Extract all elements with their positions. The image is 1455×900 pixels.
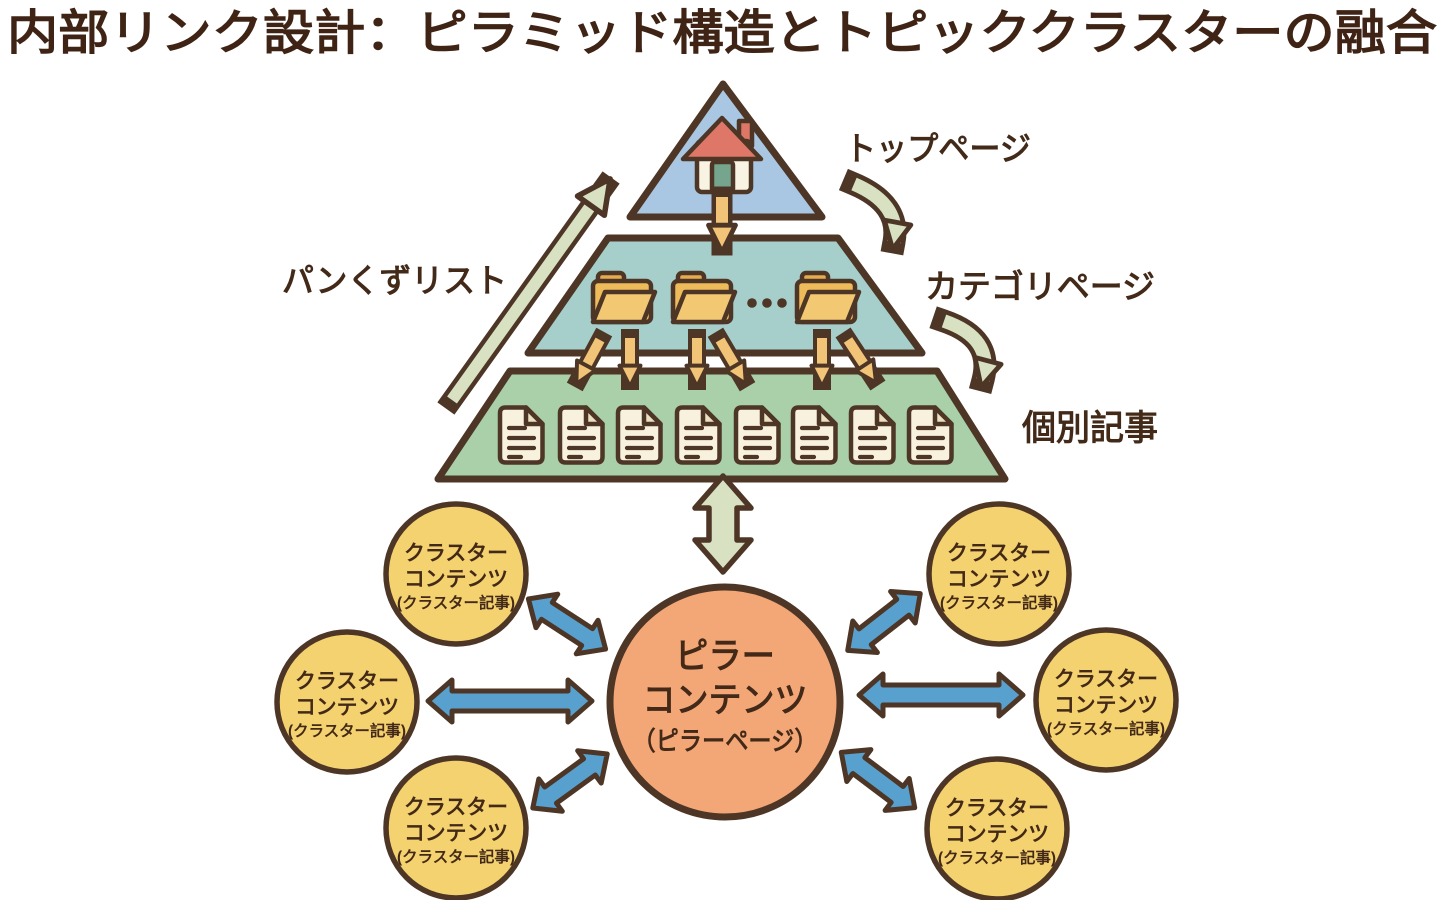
cluster-shape xyxy=(924,756,1070,900)
cluster-shape xyxy=(926,501,1072,647)
cluster-line-2: コンテンツ xyxy=(404,822,508,845)
flow-arrow-6 xyxy=(835,327,886,391)
pillar-line-3: （ピラーページ） xyxy=(633,726,818,756)
pillar-line-2: コンテンツ xyxy=(643,681,808,720)
pyramid-to-pillar-arrow xyxy=(692,473,754,575)
cluster-line-3: (クラスター記事) xyxy=(938,848,1056,867)
cluster-circle-top-right: クラスター コンテンツ (クラスター記事) xyxy=(926,501,1072,647)
page-title: 内部リンク設計：ピラミッド構造とトピッククラスターの融合 xyxy=(7,7,1437,60)
cluster-line-1: クラスター xyxy=(404,796,508,819)
document-icon-3 xyxy=(615,405,663,465)
breadcrumb-arrow xyxy=(437,171,620,415)
cluster-line-1: クラスター xyxy=(404,542,508,565)
flow-arrow-1 xyxy=(566,327,613,392)
cluster-line-2: コンテンツ xyxy=(1054,694,1158,717)
cluster-line-2: コンテンツ xyxy=(947,568,1051,591)
document-icon-6 xyxy=(790,405,838,465)
curved-arrow-top-to-category xyxy=(838,168,914,256)
cluster-circle-middle-left: クラスター コンテンツ (クラスター記事) xyxy=(274,629,420,775)
cluster-line-2: コンテンツ xyxy=(295,696,399,719)
link-arrow-top-right xyxy=(835,578,932,666)
link-arrow-left xyxy=(428,680,592,722)
top-page-label: トップページ xyxy=(845,130,1031,167)
cluster-line-3: (クラスター記事) xyxy=(1047,719,1165,738)
article-label: 個別記事 xyxy=(1021,409,1158,448)
document-icon-5 xyxy=(733,405,781,465)
document-icons-row xyxy=(497,405,954,465)
document-icon-2 xyxy=(557,405,605,465)
link-arrow-right xyxy=(859,674,1023,716)
cluster-line-1: クラスター xyxy=(1054,668,1158,691)
document-icon-8 xyxy=(906,405,954,465)
cluster-circle-bottom-left: クラスター コンテンツ (クラスター記事) xyxy=(383,755,529,900)
document-icon-4 xyxy=(674,405,722,465)
breadcrumb-label: パンくずリスト xyxy=(282,262,507,299)
pyramid-section xyxy=(434,80,1009,483)
link-arrow-top-left xyxy=(518,582,617,666)
cluster-shape xyxy=(1033,627,1179,773)
document-icon-7 xyxy=(848,405,896,465)
cluster-line-3: (クラスター記事) xyxy=(397,847,515,866)
cluster-circle-top-left: クラスター コンテンツ (クラスター記事) xyxy=(383,501,529,647)
flow-arrow-4 xyxy=(707,327,756,392)
cluster-circle-middle-right: クラスター コンテンツ (クラスター記事) xyxy=(1033,627,1179,773)
cluster-line-2: コンテンツ xyxy=(404,568,508,591)
cluster-circle-bottom-right: クラスター コンテンツ (クラスター記事) xyxy=(924,756,1070,900)
folder-icon-2 xyxy=(670,270,738,325)
home-icon xyxy=(680,115,764,195)
cluster-line-1: クラスター xyxy=(945,797,1049,820)
pillar-circle-shape xyxy=(606,583,844,821)
cluster-line-1: クラスター xyxy=(295,670,399,693)
link-arrow-bottom-right xyxy=(829,736,927,823)
folder-icon-1 xyxy=(590,270,658,325)
cluster-shape xyxy=(383,501,529,647)
cluster-line-3: (クラスター記事) xyxy=(940,593,1058,612)
cluster-line-2: コンテンツ xyxy=(945,823,1049,846)
category-page-label: カテゴリページ xyxy=(925,268,1155,305)
cluster-shape xyxy=(274,629,420,775)
folder-icon-3 xyxy=(794,270,862,325)
pillar-circle: ピラー コンテンツ （ピラーページ） xyxy=(606,583,844,821)
cluster-shape xyxy=(383,755,529,900)
pillar-line-1: ピラー xyxy=(675,635,775,676)
cluster-line-3: (クラスター記事) xyxy=(397,593,515,612)
category-to-article-arrows xyxy=(566,327,886,392)
cluster-line-1: クラスター xyxy=(947,542,1051,565)
ellipsis-dots xyxy=(747,298,787,308)
link-arrow-bottom-left xyxy=(521,738,619,824)
document-icon-1 xyxy=(497,405,545,465)
curved-arrow-category-to-article xyxy=(929,306,1004,395)
cluster-line-3: (クラスター記事) xyxy=(288,721,406,740)
